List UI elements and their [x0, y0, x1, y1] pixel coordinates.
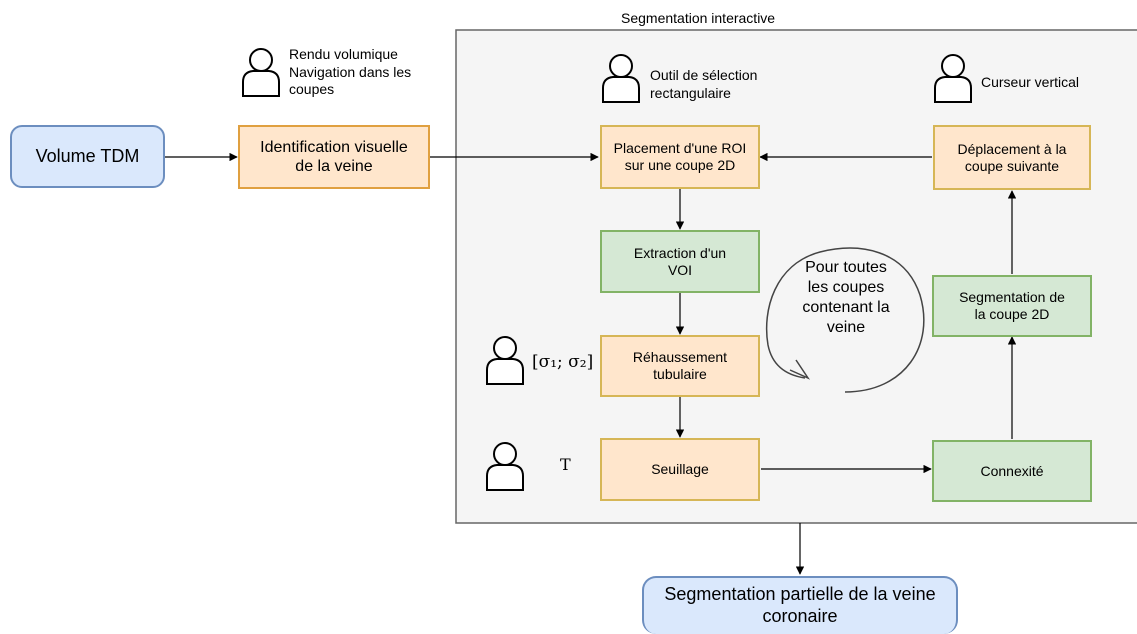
- loop-arrowhead: [789, 359, 811, 380]
- actor-label-curseur: Curseur vertical: [981, 74, 1080, 90]
- connexite-node: Connexité: [932, 440, 1092, 502]
- deplacement-node: Déplacement à la coupe suivante: [933, 125, 1091, 190]
- loop-arrow: [765, 247, 925, 393]
- rehaussement-node: Réhaussement tubulaire: [600, 335, 760, 397]
- actor-label-outil: Outil de sélection rectangulaire: [650, 67, 758, 101]
- placement-node: Placement d'une ROI sur une coupe 2D: [600, 125, 760, 189]
- actor-label-rendu: Rendu volumique Navigation dans les coup…: [289, 46, 412, 97]
- actor-label-sigma: [σ₁; σ₂]: [532, 352, 594, 372]
- actor-label-threshold: T: [560, 455, 571, 474]
- loop-label: Pour toutes les coupes contenant la vein…: [802, 259, 890, 336]
- identification-node: Identification visuelle de la veine: [238, 125, 430, 189]
- volume-tdm-node: Volume TDM: [10, 125, 165, 188]
- group-title: Segmentation interactive: [621, 10, 776, 26]
- extraction-node: Extraction d'un VOI: [600, 230, 760, 293]
- seuillage-node: Seuillage: [600, 438, 760, 501]
- segmentation-2d-node: Segmentation de la coupe 2D: [932, 275, 1092, 337]
- user-icon-rendu: [242, 48, 280, 97]
- output-node: Segmentation partielle de la veine coron…: [642, 576, 958, 634]
